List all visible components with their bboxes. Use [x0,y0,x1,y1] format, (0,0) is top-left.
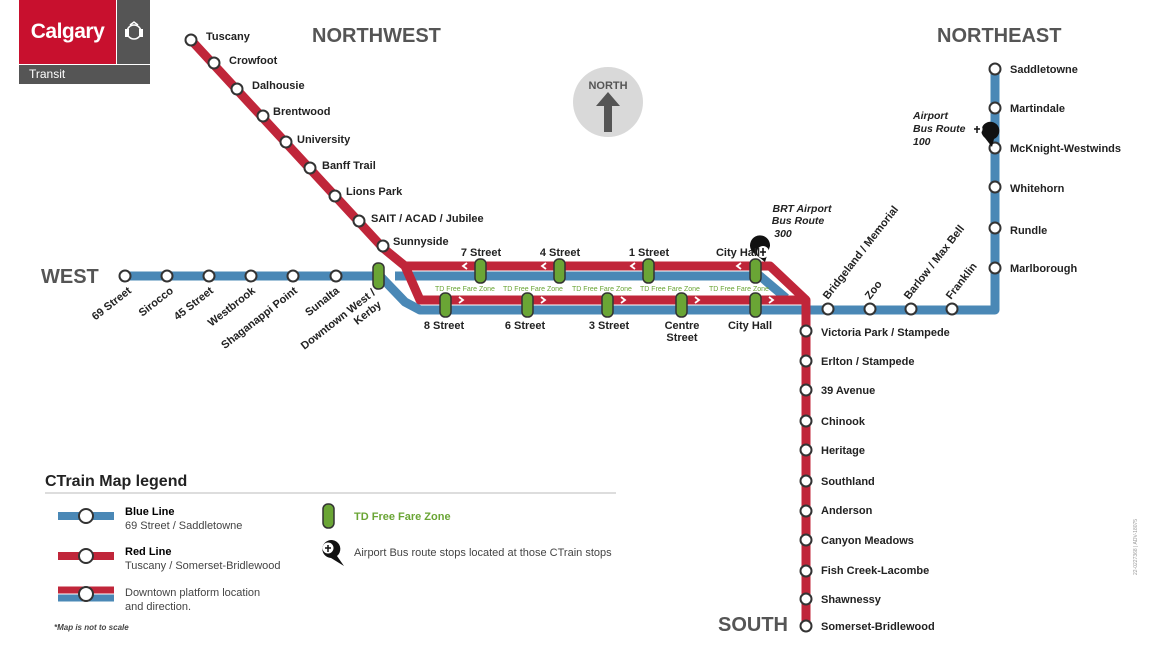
ne-airport-note: Airport Bus Route 100 [912,110,966,148]
legend: CTrain Map legend Blue Line 69 Street / … [45,473,616,613]
station-shawnessy: Shawnessy [821,594,882,606]
free-fare-zone-platforms [372,258,762,318]
airport-pin-icon [971,121,1000,147]
region-northeast: NORTHEAST [937,25,1061,47]
station-lions-park: Lions Park [346,186,403,198]
legend-airport: Airport Bus route stops located at those… [354,547,612,559]
doc-code: 22-0227368 | ADV-18075 [1133,518,1139,575]
station-3-street: 3 Street [589,320,630,332]
station-6-street: 6 Street [505,320,546,332]
station-saddletowne: Saddletowne [1010,64,1078,76]
station-anderson: Anderson [821,505,873,517]
station-marlborough: Marlborough [1010,263,1077,275]
station-8-street: 8 Street [424,320,465,332]
free-zone-label: TD Free Fare Zone [572,286,632,293]
station-crowfoot: Crowfoot [229,55,278,67]
station-city-hall-south: City Hall [728,320,772,332]
station-victoria-park: Victoria Park / Stampede [821,327,950,339]
legend-airport-icon [322,540,344,566]
brt-note-line2: Bus Route [772,215,825,227]
east-labels: Bridgeland / Memorial Zoo Barlow / Max B… [821,204,980,302]
station-4-street: 4 Street [540,247,581,259]
legend-platform-line2: and direction. [125,601,191,613]
station-southland: Southland [821,476,875,488]
region-west: WEST [41,266,99,288]
station-39-avenue: 39 Avenue [821,385,875,397]
station-fish-creek: Fish Creek-Lacombe [821,565,929,577]
airport-pin-icon [750,235,771,262]
free-zone-label: TD Free Fare Zone [435,286,495,293]
direction-chevrons [458,262,775,304]
legend-red-sub: Tuscany / Somerset-Bridlewood [125,560,281,572]
station-7-street: 7 Street [461,247,502,259]
logo-division: Transit [19,65,150,84]
nw-labels: Tuscany Crowfoot Dalhousie Brentwood Uni… [206,31,484,248]
free-zone-label: TD Free Fare Zone [709,286,769,293]
legend-free-zone: TD Free Fare Zone [354,511,451,523]
brt-airport-note: BRT Airport Bus Route 300 [772,203,832,240]
region-south: SOUTH [718,614,788,636]
station-city-hall-north: City Hall [716,247,760,259]
station-zoo: Zoo [863,278,885,301]
station-franklin: Franklin [944,261,980,302]
calgary-transit-logo: Calgary Transit [19,0,150,84]
free-zone-label: TD Free Fare Zone [640,286,700,293]
station-martindale: Martindale [1010,103,1065,115]
legend-blue-title: Blue Line [125,506,175,518]
station-heritage: Heritage [821,445,865,457]
logo-wordmark: Calgary [19,0,116,64]
south-labels: Victoria Park / Stampede Erlton / Stampe… [821,327,950,633]
station-brentwood: Brentwood [273,106,330,118]
red-line [187,36,811,626]
station-sunnyside: Sunnyside [393,236,449,248]
station-chinook: Chinook [821,416,866,428]
station-bridgeland: Bridgeland / Memorial [821,204,901,302]
station-rundle: Rundle [1010,225,1047,237]
crest-icon [117,0,150,64]
station-centre-street: Centre [665,320,700,332]
station-whitehorn: Whitehorn [1010,183,1065,195]
legend-platform-line1: Downtown platform location [125,587,260,599]
legend-free-zone-icon [322,503,335,529]
station-sait: SAIT / ACAD / Jubilee [371,213,484,225]
north-arrow-icon: NORTH [573,67,643,137]
downtown-labels: 7 Street 4 Street 1 Street City Hall 8 S… [424,247,772,344]
station-centre-street-line2: Street [666,332,698,344]
ne-note-line3: 100 [913,136,931,148]
station-tuscany: Tuscany [206,31,251,43]
legend-blue-sub: 69 Street / Saddletowne [125,520,242,532]
footnote: *Map is not to scale [54,623,129,632]
free-zone-label: TD Free Fare Zone [503,286,563,293]
legend-red-title: Red Line [125,546,171,558]
station-somerset: Somerset-Bridlewood [821,621,935,633]
region-northwest: NORTHWEST [312,25,441,47]
station-sirocco: Sirocco [137,285,176,319]
ne-note-line2: Bus Route [913,123,966,135]
station-1-street: 1 Street [629,247,670,259]
station-canyon-meadows: Canyon Meadows [821,535,914,547]
station-banff-trail: Banff Trail [322,160,376,172]
free-zone-labels: TD Free Fare Zone TD Free Fare Zone TD F… [435,286,769,293]
ne-labels: Saddletowne Martindale McKnight-Westwind… [1010,64,1121,275]
brt-note-line1: BRT Airport [773,203,832,215]
ne-note-line1: Airport [912,110,949,122]
station-mcknight: McKnight-Westwinds [1010,143,1121,155]
station-university: University [297,134,351,146]
west-labels: 69 Street Sirocco 45 Street Westbrook Sh… [90,284,385,352]
station-erlton: Erlton / Stampede [821,356,915,368]
brt-note-line3: 300 [774,228,792,240]
station-69-street: 69 Street [90,285,134,323]
station-shaganappi: Shaganappi Point [219,285,300,352]
station-dalhousie: Dalhousie [252,80,305,92]
compass-label: NORTH [588,80,627,92]
legend-title: CTrain Map legend [45,473,187,490]
